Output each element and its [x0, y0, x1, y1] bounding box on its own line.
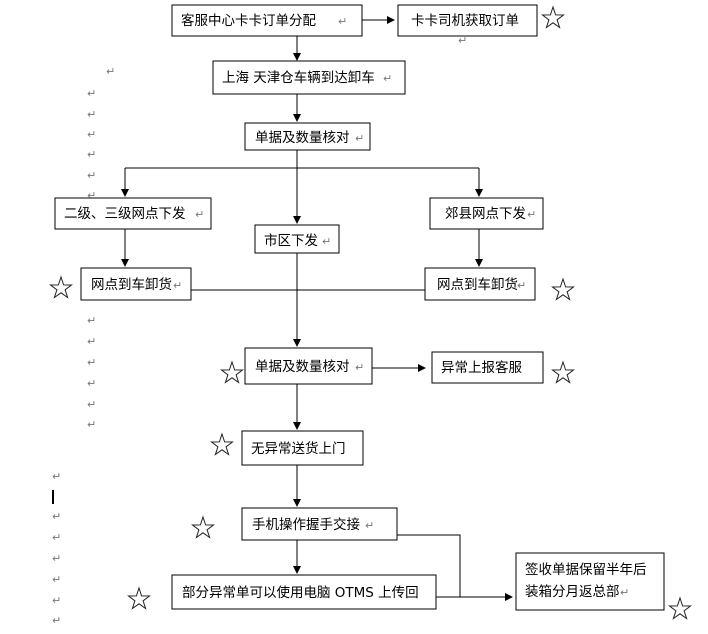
paragraph-mark: ↵: [106, 65, 115, 78]
paragraph-mark: ↵: [52, 614, 61, 627]
connectors: [121, 16, 513, 601]
node-label: 无异常送货上门: [251, 440, 346, 457]
star-icon: [551, 360, 575, 384]
node-n14: 部分异常单可以使用电脑 OTMS 上传回: [171, 574, 437, 610]
paragraph-mark: ↵: [195, 208, 204, 221]
paragraph-mark: ↵: [52, 470, 61, 483]
star-icon: [210, 432, 234, 456]
line-n13-to-n15: [397, 534, 461, 597]
star-icon: [541, 5, 565, 29]
node-n3: 上海 天津仓车辆到达卸车 ↵: [212, 60, 406, 95]
node-n5: 二级、三级网点下发 ↵: [54, 197, 212, 230]
node-label: 卡卡司机获取订单: [411, 13, 519, 29]
node-label: 市区下发: [264, 232, 318, 249]
node-n1: 客服中心卡卡订单分配 ↵: [171, 4, 363, 37]
node-n6: 市区下发 ↵: [254, 224, 340, 254]
node-n10: 单据及数量核对 ↵: [244, 347, 373, 385]
paragraph-mark: ↵: [322, 235, 331, 248]
star-icon: [220, 360, 244, 384]
paragraph-mark: ↵: [383, 72, 392, 85]
star-icon: [49, 275, 73, 299]
node-label: 网点到车卸货: [437, 276, 518, 293]
paragraph-mark: ↵: [52, 594, 61, 607]
paragraph-mark: ↵: [87, 418, 96, 431]
margin-paragraph-marks: ↵ ↵ ↵ ↵ ↵ ↵ ↵ ↵ ↵ ↵ ↵ ↵ ↵ ↵ ↵ ↵ ↵ ↵ ↵ ↵: [52, 65, 115, 627]
paragraph-mark: ↵: [87, 87, 96, 100]
paragraph-mark: ↵: [620, 586, 629, 599]
node-n2: 卡卡司机获取订单 ↵: [397, 4, 538, 47]
paragraph-mark: ↵: [527, 208, 536, 221]
star-icon: [191, 515, 215, 539]
node-label: 单据及数量核对: [255, 359, 350, 375]
paragraph-mark: ↵: [87, 398, 96, 411]
paragraph-mark: ↵: [173, 279, 182, 292]
node-label: 部分异常单可以使用电脑 OTMS 上传回: [182, 584, 419, 601]
paragraph-mark: ↵: [52, 552, 61, 565]
node-label: 客服中心卡卡订单分配: [181, 12, 316, 29]
paragraph-mark: ↵: [458, 34, 467, 47]
node-label: 手机操作握手交接: [252, 516, 360, 533]
paragraph-mark: ↵: [87, 356, 96, 369]
node-n7: 郊县网点下发 ↵: [429, 197, 544, 230]
paragraph-mark: ↵: [355, 132, 364, 145]
paragraph-mark: ↵: [517, 279, 526, 292]
stars: [49, 5, 692, 620]
node-n9: 网点到车卸货 ↵: [424, 267, 536, 301]
paragraph-mark: ↵: [52, 531, 61, 544]
paragraph-mark: ↵: [365, 519, 374, 532]
node-label: 异常上报客服: [441, 359, 522, 376]
paragraph-mark: ↵: [87, 314, 96, 327]
paragraph-mark: ↵: [87, 377, 96, 390]
paragraph-mark: ↵: [87, 335, 96, 348]
node-n12: 无异常送货上门: [241, 430, 364, 466]
star-icon: [551, 277, 575, 301]
node-n4: 单据及数量核对 ↵: [244, 122, 371, 151]
paragraph-mark: ↵: [87, 108, 96, 121]
paragraph-mark: ↵: [52, 510, 61, 523]
star-icon: [127, 586, 151, 610]
paragraph-mark: ↵: [87, 128, 96, 141]
node-label: 二级、三级网点下发: [64, 206, 186, 222]
paragraph-mark: ↵: [355, 361, 364, 374]
node-label-line-1: 签收单据保留半年后: [525, 561, 647, 578]
node-n11: 异常上报客服: [431, 351, 544, 384]
paragraph-mark: ↵: [52, 573, 61, 586]
node-label: 单据及数量核对: [255, 130, 350, 146]
star-icon: [668, 596, 692, 620]
node-n15: 签收单据保留半年后 装箱分月返总部 ↵: [515, 552, 665, 611]
node-label: 上海 天津仓车辆到达卸车: [222, 69, 375, 86]
node-n8: 网点到车卸货 ↵: [80, 267, 192, 301]
node-label: 郊县网点下发: [445, 205, 526, 222]
node-label: 网点到车卸货: [91, 276, 172, 293]
paragraph-mark: ↵: [87, 148, 96, 161]
node-label-line-2: 装箱分月返总部: [525, 584, 620, 600]
node-n13: 手机操作握手交接 ↵: [241, 507, 398, 541]
paragraph-mark: ↵: [87, 189, 96, 202]
paragraph-mark: ↵: [338, 15, 347, 28]
paragraph-mark: ↵: [87, 169, 96, 182]
